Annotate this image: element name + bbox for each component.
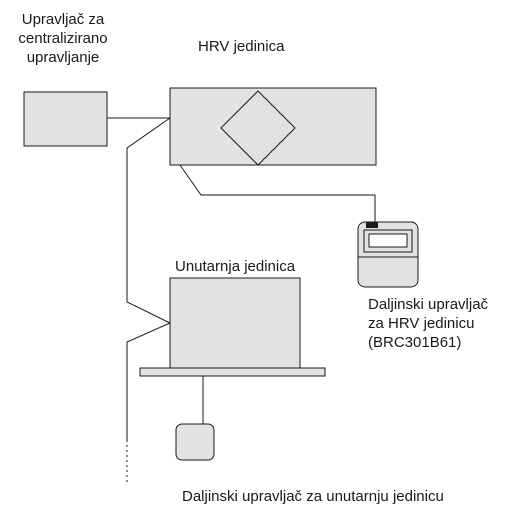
hrv-unit-box — [169, 87, 377, 166]
hrv-remote-screen-frame — [363, 229, 413, 253]
central-controller-label-line2: centralizirano — [18, 30, 108, 47]
indoor-unit-panel — [139, 367, 326, 377]
hrv-heat-exchanger-icon — [220, 90, 296, 166]
indoor-remote-label: Daljinski upravljač za unutarnju jedinic… — [182, 488, 444, 505]
hrv-remote-controller — [357, 221, 419, 288]
central-controller-label: Upravljač za centralizirano upravljanje — [0, 10, 126, 67]
indoor-unit-box — [169, 277, 301, 369]
bus-wire — [126, 117, 171, 324]
central-controller-label-line3: upravljanje — [26, 49, 100, 66]
hrv-to-remote-wire — [179, 164, 376, 222]
hrv-remote-label-line1: Daljinski upravljač — [368, 296, 489, 313]
hrv-remote-label: Daljinski upravljač za HRV jedinicu (BRC… — [368, 295, 488, 352]
indoor-remote-controller — [175, 423, 215, 461]
central-controller-box — [23, 91, 108, 147]
hrv-remote-label-line2: za HRV jedinicu — [368, 315, 475, 332]
hrv-remote-label-line3: (BRC301B61) — [368, 334, 462, 351]
bus-wire-down — [126, 322, 171, 440]
hrv-unit-label: HRV jedinica — [198, 38, 285, 55]
hrv-remote-indicator — [366, 222, 378, 228]
indoor-unit-label: Unutarnja jedinica — [175, 258, 296, 275]
hrv-remote-screen — [368, 233, 408, 248]
central-controller-label-line1: Upravljač za — [21, 11, 105, 28]
